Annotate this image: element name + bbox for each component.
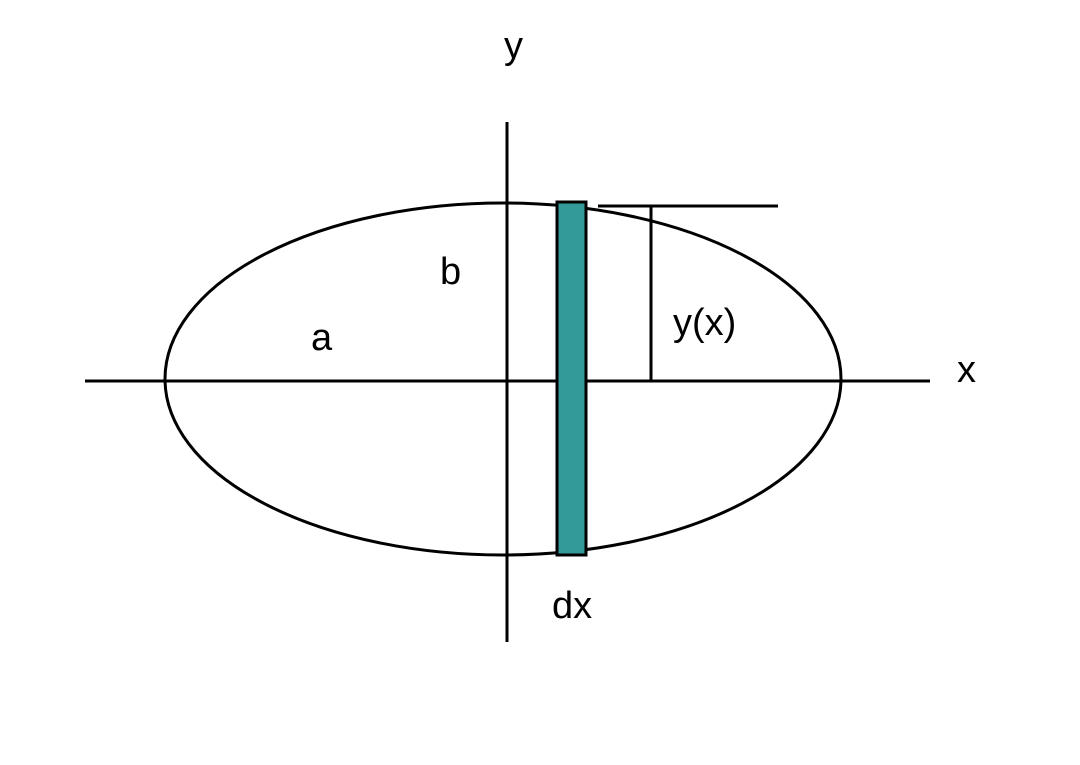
- x-axis-label: x: [957, 349, 976, 391]
- a-label: a: [311, 317, 333, 359]
- b-label: b: [440, 251, 461, 293]
- dx-strip: [555, 200, 588, 557]
- y-axis-label: y: [504, 25, 523, 67]
- ellipse: [163, 201, 843, 557]
- dx-label: dx: [552, 585, 592, 627]
- yx-label: y(x): [673, 302, 736, 344]
